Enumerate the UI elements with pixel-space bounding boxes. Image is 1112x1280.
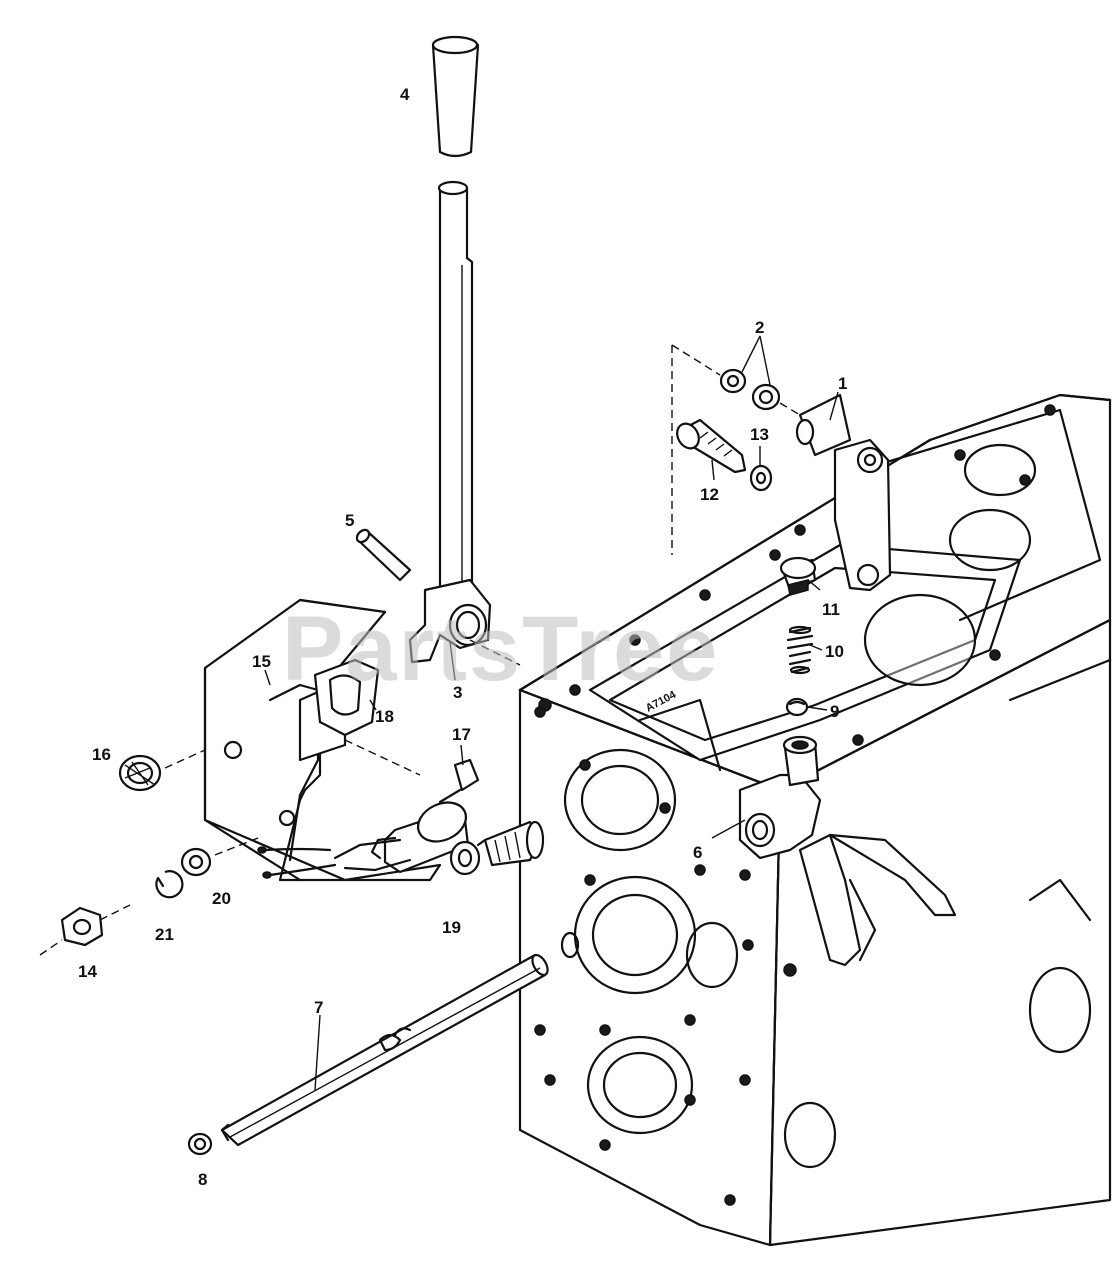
callout-13: 13 (750, 425, 769, 444)
shift-knob (431, 35, 480, 158)
washers-2 (671, 344, 801, 416)
switch-clip (313, 658, 421, 776)
safety-switch (257, 758, 480, 879)
top-bolt-holes (538, 404, 1056, 746)
detent-ball (785, 697, 809, 717)
cross-shaft-lever (795, 393, 892, 592)
front-bolt-holes (534, 706, 754, 1206)
callout-9: 9 (830, 702, 839, 721)
callout-20: 20 (212, 889, 231, 908)
callout-10: 10 (825, 642, 844, 661)
callout-8: 8 (198, 1170, 207, 1189)
switch-nut (118, 749, 206, 792)
callout-1: 1 (838, 374, 847, 393)
washer-19 (449, 820, 545, 876)
watermark: PartsTree (282, 598, 719, 700)
callout-18: 18 (375, 707, 394, 726)
callout-numbers: 1 2 3 4 5 6 7 8 9 10 11 12 13 14 15 16 1… (78, 85, 847, 1189)
callout-7: 7 (314, 998, 323, 1017)
callout-3: 3 (453, 683, 462, 702)
leader-20 (214, 837, 259, 856)
leader-lines (264, 335, 839, 1091)
flat-washer-20 (180, 847, 212, 877)
callout-4: 4 (400, 85, 410, 104)
washer-13 (749, 464, 773, 492)
callout-21: 21 (155, 925, 174, 944)
bolt-12 (671, 345, 747, 555)
callout-12: 12 (700, 485, 719, 504)
lock-washer-21 (155, 870, 184, 899)
callout-5: 5 (345, 511, 354, 530)
roll-pin (355, 528, 412, 582)
callout-16: 16 (92, 745, 111, 764)
detent-spring (786, 625, 814, 675)
transmission-housing: A7104 (518, 393, 1112, 1247)
detent-plug (779, 556, 817, 596)
shift-lever (408, 180, 492, 664)
callout-6: 6 (693, 843, 702, 862)
callout-2: 2 (755, 318, 764, 337)
callout-11: 11 (822, 600, 840, 619)
callout-15: 15 (252, 652, 271, 671)
callout-14: 14 (78, 962, 97, 981)
callout-19: 19 (442, 918, 461, 937)
hex-nut-14 (39, 904, 131, 956)
front-face-bores (560, 748, 739, 1135)
snap-ring-8 (187, 1132, 213, 1156)
shift-fork (738, 735, 957, 967)
callout-17: 17 (452, 725, 471, 744)
shift-rod (220, 953, 549, 1147)
